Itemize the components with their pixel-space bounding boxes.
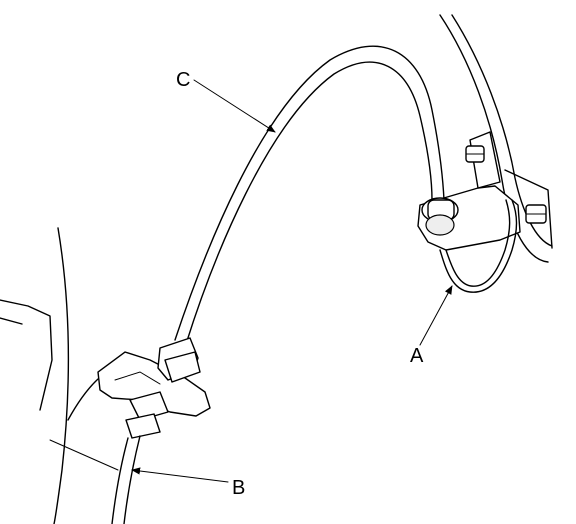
callout-b-label: B	[232, 477, 245, 499]
callout-a-leader	[419, 285, 453, 346]
frame-member	[439, 14, 553, 263]
callout-b-leader	[131, 467, 229, 483]
callout-c-label: C	[176, 69, 190, 91]
bolt-icon	[525, 204, 547, 224]
brake-hose-c	[174, 45, 445, 345]
brake-pipe-b	[111, 435, 141, 524]
callout-a-label: A	[410, 345, 424, 367]
hose-fitting-upper	[421, 197, 459, 236]
bolt-icon	[465, 145, 485, 163]
callout-c-leader	[193, 79, 276, 133]
hose-fitting-lower	[125, 337, 201, 439]
hose-bracket-lower	[97, 351, 211, 417]
brake-pipe-a	[439, 199, 518, 293]
